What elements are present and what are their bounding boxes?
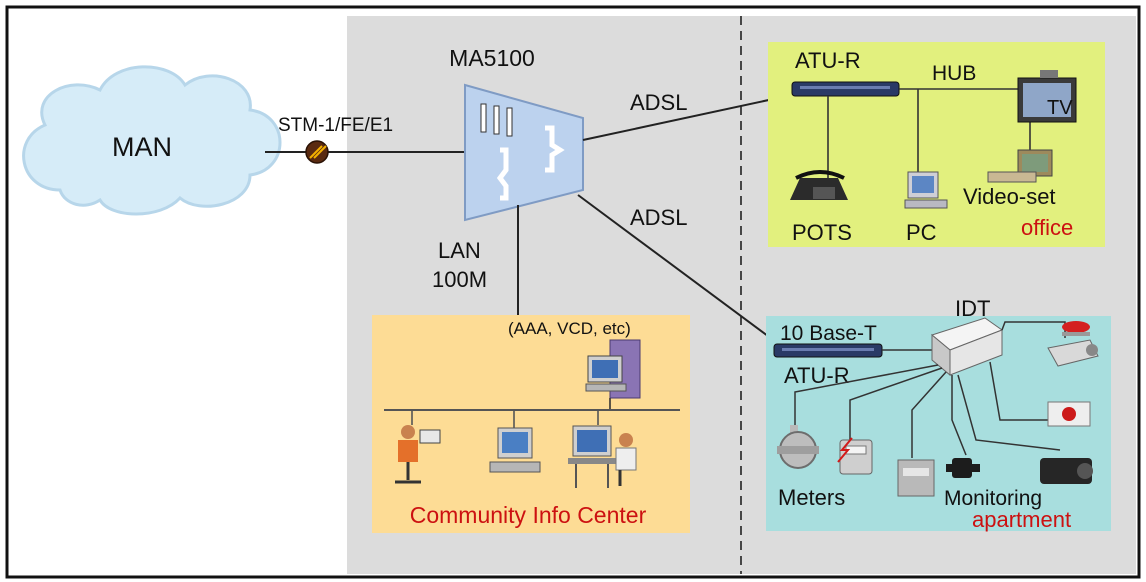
video-set-icon: [987, 149, 1053, 183]
apartment-panel: IDT 10 Base-T ATU-R: [766, 296, 1111, 532]
adsl-link-apartment: [577, 194, 781, 346]
idt-label: IDT: [955, 296, 990, 321]
servers-label: (AAA, VCD, etc): [508, 319, 631, 338]
man-cloud: MAN: [22, 65, 282, 216]
electric-meter-icon: [837, 437, 873, 475]
alarm-button-icon: [1047, 401, 1091, 427]
uplink-label: STM-1/FE/E1: [278, 115, 393, 136]
laptop-user-icon: [395, 425, 441, 484]
pots-label: POTS: [792, 220, 852, 245]
meters-label: Meters: [778, 485, 845, 510]
office-modem-icon: [791, 81, 900, 97]
server-icon: [585, 339, 641, 399]
tv-label: TV: [1047, 97, 1073, 119]
office-panel: ATU-R HUB TV POTS PC: [768, 42, 1105, 247]
ma5100-label: MA5100: [449, 45, 535, 71]
apartment-modem-icon: [773, 343, 883, 358]
apartment-name: apartment: [972, 507, 1071, 532]
lan-speed-label: 100M: [432, 267, 487, 292]
man-label: MAN: [112, 132, 172, 162]
optical-connector-icon: [305, 140, 329, 164]
ma5100-device-icon: [464, 83, 584, 222]
tv-icon: [1017, 70, 1077, 123]
lan-label: LAN: [438, 238, 481, 263]
security-camera-icon: [1047, 339, 1099, 367]
telephone-icon: [790, 170, 848, 200]
monitoring-camera-icon: [1040, 458, 1093, 484]
community-name: Community Info Center: [410, 502, 647, 528]
pc-label: PC: [906, 220, 937, 245]
workstation-user-icon: [568, 425, 637, 488]
adsl-link-office: [582, 94, 793, 141]
adsl-office-label: ADSL: [630, 90, 687, 115]
valve-icon: [946, 458, 980, 478]
hub-label: HUB: [932, 62, 976, 85]
idt-box-icon: [930, 317, 1004, 377]
water-meter-icon: [777, 425, 819, 469]
pc-icon: [904, 171, 948, 209]
monitoring-label: Monitoring: [944, 487, 1042, 510]
office-atu-r-label: ATU-R: [795, 48, 861, 73]
base-t-label: 10 Base-T: [780, 322, 877, 345]
video-set-label: Video-set: [963, 184, 1056, 209]
desktop-pc-icon: [489, 427, 541, 473]
alarm-light-icon: [1062, 321, 1090, 336]
office-name: office: [1021, 215, 1073, 240]
community-panel: (AAA, VCD, etc): [372, 315, 690, 533]
adsl-apartment-label: ADSL: [630, 205, 687, 230]
gas-meter-icon: [897, 459, 935, 497]
